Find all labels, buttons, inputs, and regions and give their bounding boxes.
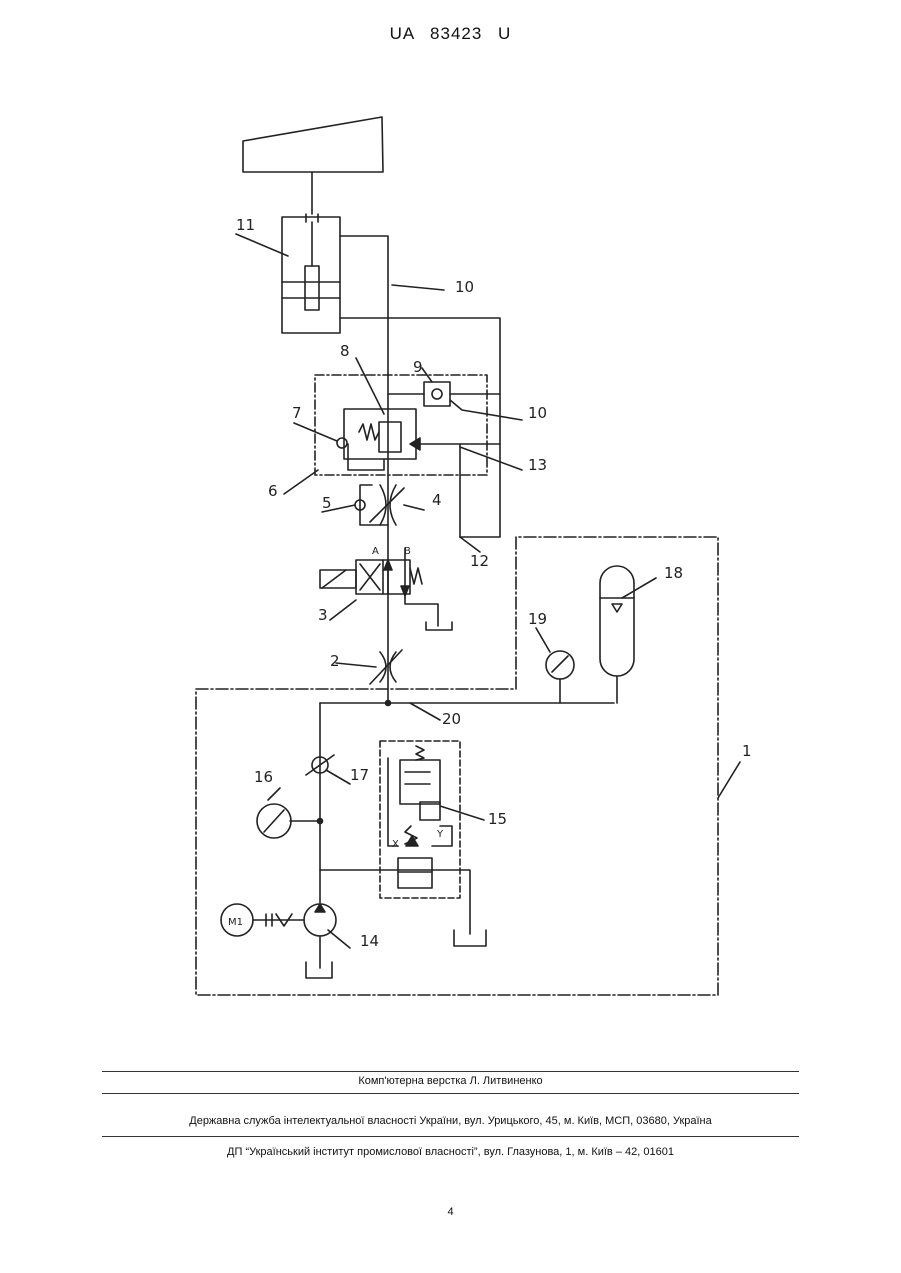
- institute-address: ДП “Український інститут промислової вла…: [102, 1146, 799, 1158]
- port-Y: Y: [436, 829, 444, 840]
- motor-label: M1: [228, 917, 243, 928]
- label-8: 8: [340, 342, 350, 360]
- label-18: 18: [664, 564, 683, 582]
- label-12: 12: [470, 552, 489, 570]
- accumulator: [600, 566, 634, 676]
- footer-rule-3: [102, 1136, 799, 1137]
- port-X: X: [392, 839, 399, 850]
- label-10-top: 10: [455, 278, 474, 296]
- label-11: 11: [236, 216, 255, 234]
- hydraulic-unit-1: [196, 537, 718, 995]
- label-9: 9: [413, 358, 423, 376]
- label-16: 16: [254, 768, 273, 786]
- label-14: 14: [360, 932, 379, 950]
- page-number: 4: [0, 1206, 901, 1218]
- label-2: 2: [330, 652, 340, 670]
- load-platform: [243, 117, 383, 172]
- label-4: 4: [432, 491, 442, 509]
- label-13: 13: [528, 456, 547, 474]
- typesetter-credit: Комп'ютерна верстка Л. Литвиненко: [102, 1075, 799, 1087]
- label-19: 19: [528, 610, 547, 628]
- patent-office-address: Державна служба інтелектуальної власност…: [102, 1115, 799, 1127]
- label-10-mid: 10: [528, 404, 547, 422]
- port-B: B: [404, 546, 411, 557]
- label-7: 7: [292, 404, 302, 422]
- label-20: 20: [442, 710, 461, 728]
- label-6: 6: [268, 482, 278, 500]
- label-15: 15: [488, 810, 507, 828]
- label-3: 3: [318, 606, 328, 624]
- footer-rule-1: [102, 1071, 799, 1072]
- footer-rule-2: [102, 1093, 799, 1094]
- label-1: 1: [742, 742, 752, 760]
- hydraulic-cylinder: [282, 217, 340, 333]
- label-5: 5: [322, 494, 332, 512]
- label-17: 17: [350, 766, 369, 784]
- port-A: A: [372, 546, 379, 557]
